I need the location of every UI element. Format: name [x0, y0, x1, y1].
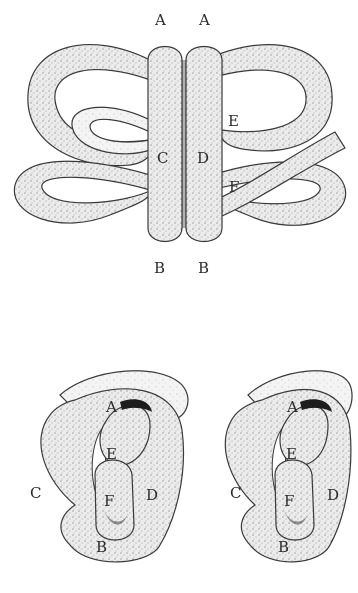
top-knot-figure: A A C D E F B B	[14, 11, 345, 277]
bottom-left-stereo-figure: A E C F D B	[30, 371, 188, 562]
bl-label-a: A	[105, 398, 117, 416]
br-label-c: C	[230, 484, 241, 502]
top-label-a-left: A	[154, 11, 166, 29]
bl-label-b: B	[96, 538, 107, 556]
top-label-b-right: B	[198, 259, 209, 277]
br-label-d: D	[327, 486, 339, 504]
br-label-f: F	[284, 492, 294, 510]
top-left-lower-loop	[14, 161, 152, 223]
top-center-column-left	[148, 47, 182, 242]
top-center-shadow	[182, 60, 186, 228]
bl-label-e: E	[106, 445, 117, 463]
top-label-e: E	[228, 112, 239, 130]
bl-label-c: C	[30, 484, 41, 502]
br-strand-f	[275, 460, 314, 540]
br-label-b: B	[278, 538, 289, 556]
br-label-a: A	[286, 398, 298, 416]
top-label-a-right: A	[198, 11, 210, 29]
bl-label-f: F	[104, 492, 114, 510]
br-label-e: E	[286, 445, 297, 463]
top-label-c: C	[157, 149, 168, 167]
bottom-right-stereo-figure: A E C F D B	[225, 371, 352, 562]
top-right-outer-loop	[205, 45, 332, 151]
top-label-b-left: B	[154, 259, 165, 277]
bl-label-d: D	[146, 486, 158, 504]
top-center-column-right	[186, 47, 222, 242]
top-label-f: F	[229, 178, 239, 196]
top-label-d: D	[197, 149, 209, 167]
bl-strand-f	[95, 460, 134, 540]
